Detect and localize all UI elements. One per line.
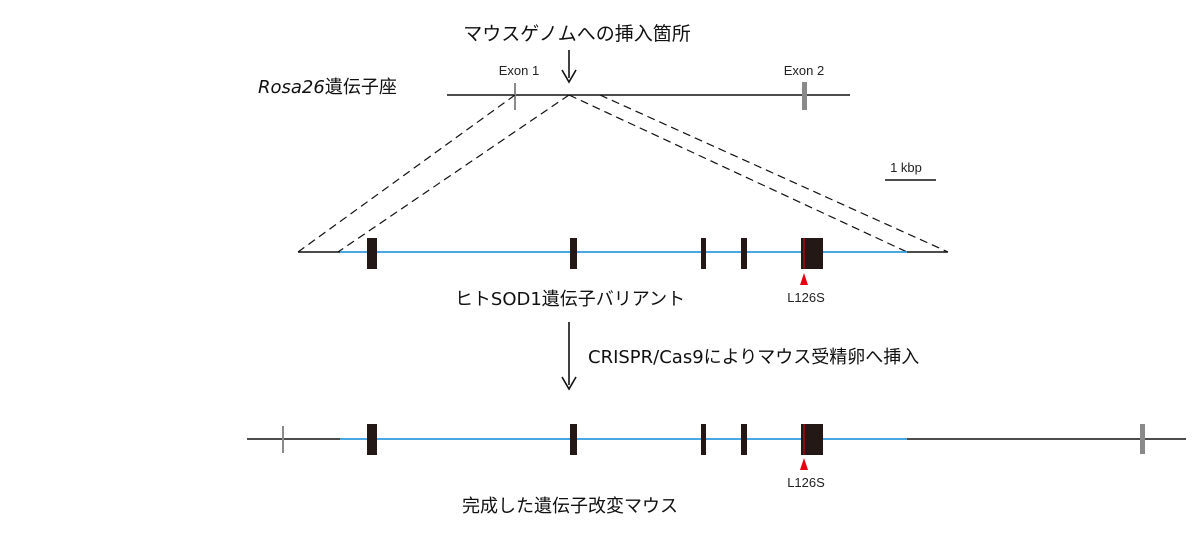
rosa26-gene-name: Rosa26 <box>258 77 325 98</box>
insertion-site-title: マウスゲノムへの挿入箇所 <box>463 23 690 45</box>
exon-2-label: Exon 2 <box>784 63 824 78</box>
sod1-exon-4 <box>741 238 747 269</box>
dashed-line-right-inner <box>568 94 908 253</box>
sod1-exon-3 <box>701 238 706 269</box>
modified-mutation-marker <box>800 458 808 470</box>
sod1-exon-5 <box>801 238 823 269</box>
result-label: 完成した遺伝子改変マウス <box>462 496 678 517</box>
dashed-line-right-outer <box>599 94 949 253</box>
transgene-label: ヒトSOD1遺伝子バリアント <box>455 289 685 310</box>
modified-sod1-exon-1 <box>367 424 377 455</box>
method-arrow-head <box>561 376 577 391</box>
modified-locus <box>247 424 1186 470</box>
mutation-marker <box>800 273 808 285</box>
sod1-exon-2 <box>570 238 577 269</box>
scale-bar-label: 1 kbp <box>890 160 922 175</box>
homology-arm-dashed-lines <box>297 94 949 253</box>
rosa26-locus-label: Rosa26遺伝子座 <box>258 77 397 98</box>
rosa26-exon-2 <box>802 82 807 110</box>
modified-sod1-exon-4 <box>741 424 747 455</box>
transgene-construct <box>298 238 948 285</box>
modified-mutation-label: L126S <box>787 475 825 490</box>
sod1-exon-1 <box>367 238 377 269</box>
insertion-arrow-head <box>561 69 577 84</box>
dashed-line-left-inner <box>337 94 570 253</box>
dashed-line-left-outer <box>297 94 516 253</box>
method-label: CRISPR/Cas9によりマウス受精卵へ挿入 <box>588 347 919 368</box>
modified-sod1-exon-3 <box>701 424 706 455</box>
modified-rosa26-exon-2 <box>1140 424 1145 454</box>
exon-1-label: Exon 1 <box>499 63 539 78</box>
locus-suffix: 遺伝子座 <box>325 77 397 98</box>
modified-sod1-exon-2 <box>570 424 577 455</box>
mutation-label: L126S <box>787 290 825 305</box>
modified-sod1-exon-5 <box>801 424 823 455</box>
